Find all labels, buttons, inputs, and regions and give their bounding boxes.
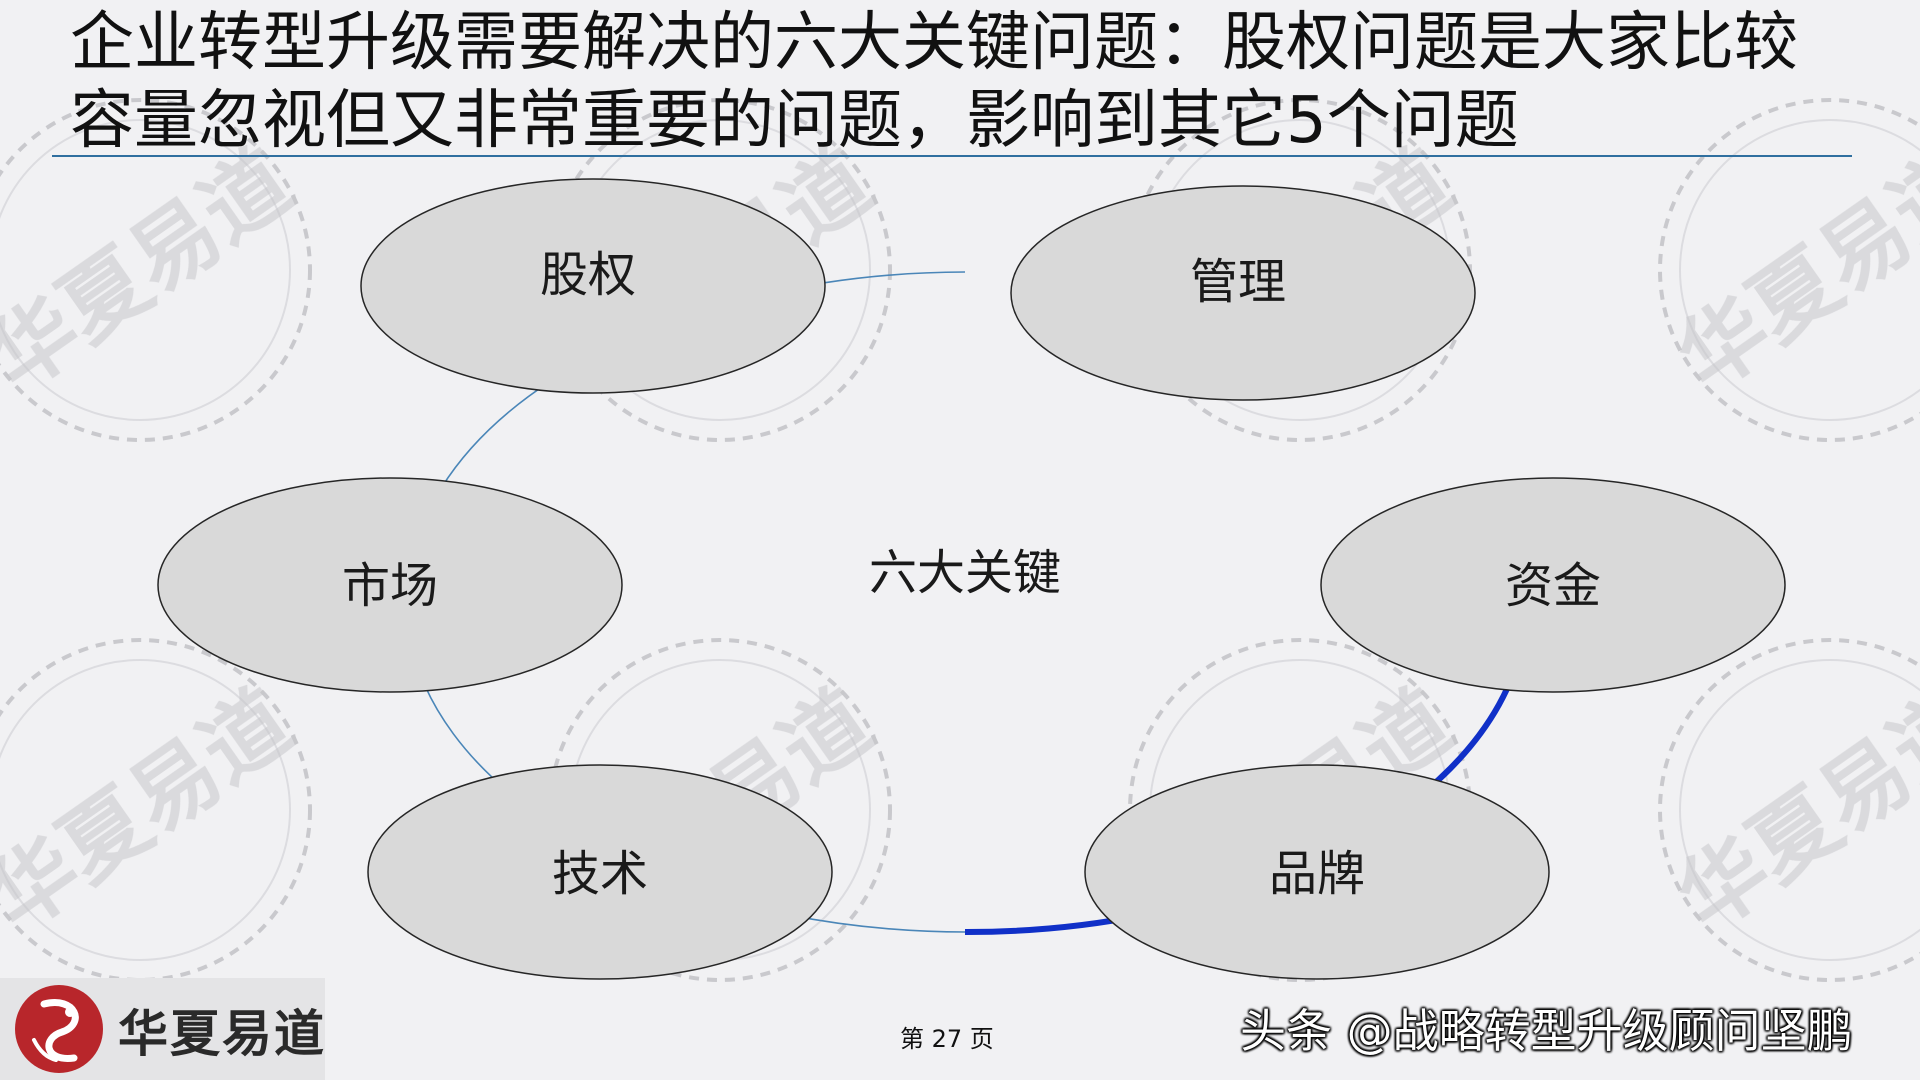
logo-text: 华夏易道: [118, 1004, 326, 1063]
node-technology: 技术: [367, 764, 833, 980]
title-divider: [52, 155, 1852, 157]
node-management: 管理: [1010, 185, 1476, 401]
slide-title-line-1: 企业转型升级需要解决的六大关键问题：股权问题是大家比较: [70, 6, 1798, 80]
node-capital-label: 资金: [1505, 558, 1601, 614]
node-brand-label: 品牌: [1269, 846, 1365, 902]
node-equity: 股权: [360, 178, 826, 394]
node-equity-label: 股权: [540, 247, 636, 303]
center-label: 六大关键: [869, 545, 1061, 601]
node-technology-label: 技术: [552, 846, 648, 902]
slide-title-line-2: 容量忽视但又非常重要的问题，影响到其它5个问题: [70, 84, 1519, 158]
source-credit: 头条 @战略转型升级顾问坚鹏: [1240, 1004, 1853, 1058]
node-management-label: 管理: [1190, 254, 1286, 310]
brand-logo: 华夏易道: [0, 978, 325, 1080]
page-number: 第 27 页: [900, 1025, 994, 1053]
node-capital: 资金: [1320, 477, 1786, 693]
node-market-label: 市场: [342, 558, 438, 614]
logo-emblem-icon: [15, 985, 103, 1073]
slide-title: 企业转型升级需要解决的六大关键问题：股权问题是大家比较 容量忽视但又非常重要的问…: [70, 4, 1850, 160]
node-market: 市场: [157, 477, 623, 693]
node-brand: 品牌: [1084, 764, 1550, 980]
